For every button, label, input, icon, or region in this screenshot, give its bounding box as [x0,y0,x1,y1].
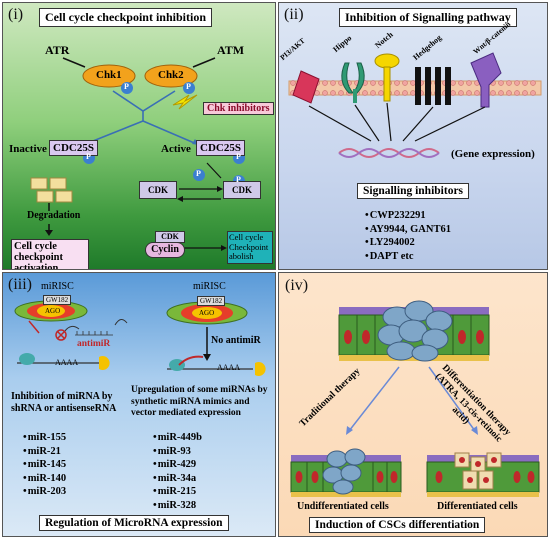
wnt-receptor [470,52,502,108]
panel-number: (i) [8,6,24,23]
panel-number: (iii) [8,276,32,293]
panel-number: (iv) [285,277,309,294]
activate-arrow [142,120,200,146]
left-caption: Inhibition of miRNA by shRNA or antisens… [11,391,117,414]
inhibitor-item: DAPT etc [365,250,451,264]
pi3k-receptor [292,70,320,104]
right-caption: Upregulation of some miRNAs by synthetic… [131,385,268,418]
dna-helix [338,148,440,158]
notch-receptor [383,66,391,102]
mirna-item: miR-328 [153,499,202,513]
cdc25s-inactive: CDC25S [49,140,98,156]
mirna-item: miR-429 [153,458,202,472]
atm-label: ATM [217,43,245,57]
inhibitor-list: CWP232291 AY9944, GANT61 LY294002 DAPT e… [365,209,451,263]
mirna-item: miR-145 [23,458,67,472]
p-label: P [124,82,129,91]
traditional-arrow [348,366,400,432]
aaaa-right: AAAA [217,363,241,372]
cdc25s-active: CDC25S [196,140,245,156]
active-label: Active [161,143,191,155]
atr-label: ATR [45,43,70,57]
mirna-item: miR-215 [153,485,202,499]
mirna-item: miR-93 [153,445,202,459]
differentiated-label: Differentiated cells [437,501,518,512]
mirna-left-list: miR-155 miR-21 miR-145 miR-140 miR-203 [23,431,67,499]
cdk-right: CDK [223,181,261,199]
p-label: P [186,82,191,91]
panel-footer: Induction of CSCs differentiation [309,517,486,533]
chk-inhibitors-label: Chk inhibitors [203,102,274,115]
tumor-cluster [377,300,453,362]
mirna-item: miR-21 [23,445,66,459]
convergence-lines [112,90,176,121]
atr-arrow [62,57,86,68]
ago-right: AGO [199,309,215,317]
signal-arrows [308,102,486,142]
p-label: P [236,175,241,184]
hedgehog-receptor [415,67,451,105]
differentiated-tissue [426,452,540,497]
panel-iii-graphics [14,300,266,376]
panel-signalling-pathway: (ii) Inhibition of Signalling pathway PI… [278,2,548,270]
p-chk1 [121,82,133,94]
p-cdk [193,169,205,181]
signalling-inhibitors-title: Signalling inhibitors [357,183,470,199]
panel-csc-differentiation: (iv) Traditional therapy Differentiation… [278,272,548,537]
gw182-right: GW182 [197,296,226,306]
inactive-label: Inactive [9,143,47,155]
panel-ii-graphics [288,52,542,158]
inhibitor-item: CWP232291 [365,209,451,223]
checkpoint-abolish-box: Cell cycle Checkpoint abolish [227,231,273,264]
panel-number: (ii) [284,6,304,23]
undifferentiated-tissue [290,448,402,497]
panel-microrna-regulation: (iii) miRISC GW182 AGO antimiR AAAA miRI… [2,272,276,537]
mirna-item: miR-34a [153,472,202,486]
mirna-item: miR-155 [23,431,67,445]
mirna-right-list: miR-449b miR-93 miR-429 miR-34a miR-215 … [153,431,202,512]
mirisc-label-left: miRISC [41,281,74,292]
panel-footer: Regulation of MicroRNA expression [39,515,229,531]
lightning-icon [172,94,198,110]
ago-left: AGO [45,307,61,315]
p-label: P [86,152,91,161]
cdk-left: CDK [139,181,177,199]
mirna-item: miR-140 [23,472,67,486]
mirna-item: miR-449b [153,431,202,445]
inhibitor-item: LY294002 [365,236,451,250]
mirna-item: miR-203 [23,485,67,499]
panel-title: Cell cycle checkpoint inhibition [39,8,213,27]
block-symbol [55,329,67,341]
degradation-label: Degradation [27,210,81,221]
panel-iv-graphics [290,300,540,497]
cyclin-shape: Cyclin [145,242,185,258]
ribosome [19,353,35,365]
notch-ligand [374,53,400,69]
panel-cell-cycle-checkpoint: (i) Cell cycle checkpoint inhibition ATR… [2,2,276,270]
inhibitor-item: AY9944, GANT61 [365,223,451,237]
p-label: P [236,152,241,161]
undifferentiated-label: Undifferentiated cells [297,501,389,512]
antimir-label: antimiR [77,339,111,349]
chk2-label: Chk2 [158,69,184,81]
chk1-shape [82,64,136,88]
atm-arrow [192,57,216,68]
chk2-shape [144,64,198,88]
gene-expression-label: (Gene expression) [451,148,535,160]
p-label: P [196,169,201,178]
panel-title: Inhibition of Signalling pathway [339,8,517,27]
gw182-left: GW182 [43,295,72,305]
mirisc-label-right: miRISC [193,281,226,292]
no-antimir-label: No antimiR [211,335,261,346]
aaaa-left: AAAA [55,358,79,367]
chk1-label: Chk1 [96,69,122,81]
differentiation-arrow [428,366,476,432]
checkpoint-activation-box: Cell cycle checkpoint activation [11,239,89,269]
fragment [30,177,48,190]
p-chk2 [183,82,195,94]
